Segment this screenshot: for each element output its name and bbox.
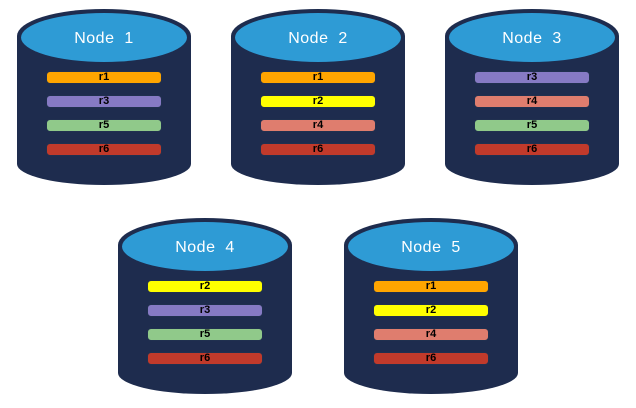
replica-label: r3 [199,304,211,316]
replica-list: r1 r2 r4 r6 [373,280,489,365]
node-title: Node 1 [74,29,134,47]
replica-label: r6 [526,143,538,155]
replica-list: r3 r4 r5 r6 [474,71,590,156]
replica-label: r5 [526,119,538,131]
database-node: Node 5 r1 r2 r4 r6 [344,218,518,394]
replica-label: r3 [98,95,110,107]
replica-label: r1 [312,71,324,83]
node-top-ellipse: Node 5 [348,222,514,271]
database-node: Node 1 r1 r3 r5 r6 [17,9,191,185]
replica-label: r2 [425,304,437,316]
replica-label: r3 [526,71,538,83]
replica-bar: r4 [260,119,376,132]
node-row-top: Node 1 r1 r3 r5 r6 Node 2 r1 r2 r4 r6 Node 3 r… [0,9,636,185]
replica-bar: r4 [373,328,489,341]
replica-bar: r5 [46,119,162,132]
replica-label: r2 [199,280,211,292]
replica-list: r2 r3 r5 r6 [147,280,263,365]
database-node: Node 3 r3 r4 r5 r6 [445,9,619,185]
replica-bar: r2 [373,304,489,317]
replica-label: r4 [425,328,437,340]
replica-bar: r1 [260,71,376,84]
node-title: Node 2 [288,29,348,47]
node-title: Node 5 [401,238,461,256]
replica-bar: r1 [46,71,162,84]
replica-label: r6 [425,352,437,364]
database-node: Node 4 r2 r3 r5 r6 [118,218,292,394]
replica-bar: r6 [147,352,263,365]
replica-bar: r2 [260,95,376,108]
replica-label: r6 [312,143,324,155]
replica-bar: r6 [373,352,489,365]
node-top-ellipse: Node 1 [21,13,187,62]
replica-list: r1 r3 r5 r6 [46,71,162,156]
node-title: Node 3 [502,29,562,47]
replica-bar: r3 [147,304,263,317]
replica-label: r6 [98,143,110,155]
replica-label: r5 [98,119,110,131]
replica-label: r6 [199,352,211,364]
replica-label: r4 [312,119,324,131]
node-row-bottom: Node 4 r2 r3 r5 r6 Node 5 r1 r2 r4 r6 [0,218,636,394]
replica-label: r5 [199,328,211,340]
database-node: Node 2 r1 r2 r4 r6 [231,9,405,185]
replica-bar: r3 [46,95,162,108]
replica-label: r1 [98,71,110,83]
replica-bar: r1 [373,280,489,293]
node-top-ellipse: Node 2 [235,13,401,62]
replica-label: r4 [526,95,538,107]
replica-bar: r2 [147,280,263,293]
replica-label: r1 [425,280,437,292]
replica-list: r1 r2 r4 r6 [260,71,376,156]
replica-bar: r6 [474,143,590,156]
replica-bar: r6 [260,143,376,156]
replica-bar: r6 [46,143,162,156]
replica-bar: r5 [474,119,590,132]
node-top-ellipse: Node 3 [449,13,615,62]
replica-bar: r4 [474,95,590,108]
replica-label: r2 [312,95,324,107]
node-top-ellipse: Node 4 [122,222,288,271]
replica-bar: r3 [474,71,590,84]
node-title: Node 4 [175,238,235,256]
replica-bar: r5 [147,328,263,341]
